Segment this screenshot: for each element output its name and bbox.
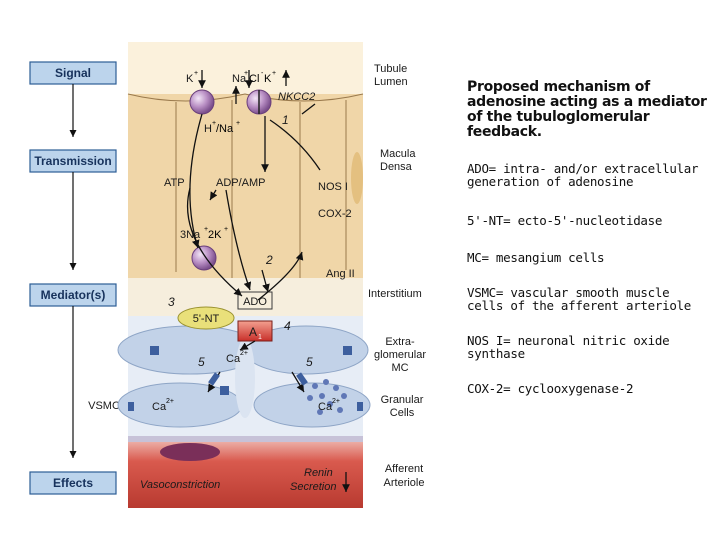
step-5b-number: 5 <box>306 355 313 369</box>
svg-text:2+: 2+ <box>240 350 248 357</box>
vasoconstriction-label: Vasoconstriction <box>140 479 220 491</box>
notes-title: Proposed mechanism of adenosine acting a… <box>467 79 707 140</box>
ca-left-label: Ca <box>152 401 167 413</box>
a1-receptor-label: A <box>249 325 257 339</box>
svg-text:+: + <box>194 70 198 77</box>
tgf-diagram: Signal Transmission Mediator(s) VSMC Eff… <box>29 42 426 508</box>
svg-text:+: + <box>236 120 240 127</box>
afferent-arteriole-label-1: Afferent <box>385 463 423 475</box>
flow-mediators-label: Mediator(s) <box>41 288 106 302</box>
macula-densa-label-1: Macula <box>380 148 416 160</box>
extraglomerular-label-2: glomerular <box>374 349 426 361</box>
svg-text:+: + <box>244 70 248 77</box>
flow-effects-label: Effects <box>53 476 93 490</box>
secretion-label: Secretion <box>290 481 336 493</box>
svg-text:+: + <box>212 120 216 127</box>
step-5a-number: 5 <box>198 355 205 369</box>
svg-text:-: - <box>261 70 264 77</box>
ado-label: ADO <box>243 296 267 308</box>
nkcc2-label: NKCC2 <box>278 91 315 103</box>
flow-signal-label: Signal <box>55 66 91 80</box>
cox2-label: COX-2 <box>318 208 352 220</box>
renin-label: Renin <box>304 467 333 479</box>
ang2-label: Ang II <box>326 268 355 280</box>
svg-text:1: 1 <box>258 334 262 341</box>
afferent-arteriole-label-2: Arteriole <box>384 477 425 489</box>
svg-text:K: K <box>264 73 272 85</box>
note-cox2: COX-2= cyclooxygenase-2 <box>467 381 634 396</box>
granular-cells-label-1: Granular <box>381 394 424 406</box>
ca-center-label: Ca <box>226 353 241 365</box>
interstitium-label: Interstitium <box>368 288 422 300</box>
svg-text:+: + <box>272 70 276 77</box>
svg-text:/Na: /Na <box>216 123 234 135</box>
h-na-label: H <box>204 123 212 135</box>
na-cl-k-label: Na <box>232 73 247 85</box>
note-vsmc: VSMC= vascular smooth muscle cells of th… <box>467 285 691 313</box>
extraglomerular-label-3: MC <box>391 362 408 374</box>
note-ado: ADO= intra- and/or extracellular generat… <box>467 161 699 189</box>
macula-densa-label-2: Densa <box>380 161 413 173</box>
flow-column: Signal Transmission Mediator(s) VSMC Eff… <box>29 61 120 495</box>
atp-label: ATP <box>164 177 185 189</box>
svg-text:2+: 2+ <box>332 398 340 405</box>
note-mc: MC= mesangium cells <box>467 250 605 265</box>
pump-label: 3Na <box>180 229 201 241</box>
nos1-label: NOS I <box>318 181 348 193</box>
nt5-label: 5'-NT <box>193 313 220 325</box>
svg-text:+: + <box>224 226 228 233</box>
svg-text:Cl: Cl <box>249 73 259 85</box>
adp-amp-label: ADP/AMP <box>216 177 266 189</box>
note-5nt: 5'-NT= ecto-5'-nucleotidase <box>467 213 663 228</box>
flow-vsmc-label: VSMC <box>88 400 120 412</box>
ca-right-label: Ca <box>318 401 333 413</box>
k-plus-label: K <box>186 73 194 85</box>
note-nos1: NOS I= neuronal nitric oxide synthase <box>467 333 670 361</box>
svg-text:2K: 2K <box>208 229 222 241</box>
tubule-lumen-label-1: Tubule <box>374 63 407 75</box>
region-labels: Tubule Lumen Macula Densa Interstitium E… <box>368 63 426 489</box>
cell-illustration: ADO 5'-NT A 1 <box>117 42 371 508</box>
step-1-number: 1 <box>282 113 289 127</box>
step-4-number: 4 <box>284 319 291 333</box>
flow-transmission-label: Transmission <box>34 154 111 168</box>
svg-text:2+: 2+ <box>166 398 174 405</box>
granular-cells-label-2: Cells <box>390 407 415 419</box>
tubule-lumen-label-2: Lumen <box>374 76 408 88</box>
notes-panel: Proposed mechanism of adenosine acting a… <box>467 80 707 417</box>
svg-text:+: + <box>204 226 208 233</box>
step-3-number: 3 <box>168 295 175 309</box>
step-2-number: 2 <box>265 253 273 267</box>
extraglomerular-label-1: Extra- <box>385 336 415 348</box>
